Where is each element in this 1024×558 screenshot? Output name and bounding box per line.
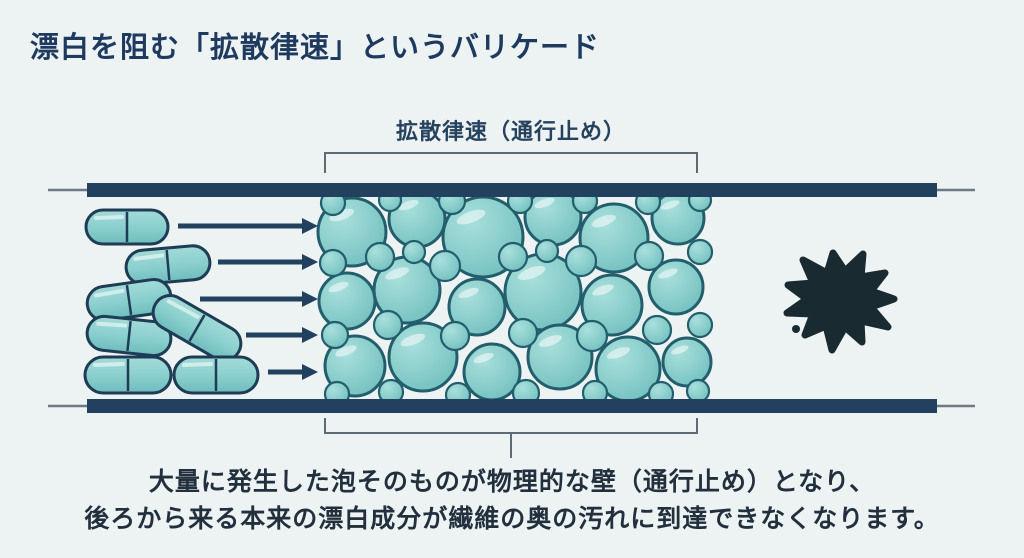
channel-bottom-wall (87, 399, 937, 413)
bleach-capsule (172, 355, 260, 395)
bracket-top (324, 152, 698, 173)
bleach-capsule (85, 278, 173, 322)
bubble-highlight (660, 200, 680, 210)
barrier-label: 拡散律速（通行止め） (395, 119, 626, 144)
capsule-divider (188, 314, 206, 342)
flow-arrow (218, 254, 318, 270)
page-title: 漂白を阻む「拡散律速」というバリケード (30, 32, 601, 64)
stain-droplet (792, 325, 800, 333)
bubble (534, 238, 560, 264)
arrow-head (302, 254, 318, 270)
bubble-highlight (591, 214, 617, 228)
flow-arrow (268, 364, 318, 380)
bleach-capsule (83, 355, 173, 395)
bleach-capsule (84, 208, 170, 246)
capsule-highlight (93, 362, 125, 367)
bleach-capsule (124, 244, 212, 286)
capsule-highlight (96, 321, 128, 328)
flow-arrow (246, 327, 318, 343)
bubble-highlight (398, 199, 419, 211)
capsule-divider (165, 249, 171, 281)
bubble-highlight (458, 287, 479, 299)
bubble-highlight (534, 197, 555, 209)
arrow-head (302, 218, 318, 234)
bubble (633, 240, 665, 272)
capsule-highlight (133, 253, 165, 261)
capsule-highlight (166, 299, 200, 319)
flow-arrow (200, 291, 318, 307)
bubble-highlight (606, 347, 630, 359)
bubble-highlight (328, 281, 349, 293)
bubble (497, 241, 529, 273)
bubble-highlight (335, 345, 357, 357)
bubble (641, 314, 673, 346)
bubble (686, 238, 714, 266)
arrow-head (302, 291, 318, 307)
channel-top-wall (87, 183, 937, 197)
capsule-divider (125, 284, 133, 316)
bubble (317, 271, 377, 331)
bubble (507, 317, 539, 349)
bubble (318, 248, 348, 278)
bubble-highlight (400, 333, 426, 347)
flow-arrow (178, 218, 318, 234)
bubble (401, 239, 427, 265)
bubble-field (316, 186, 714, 409)
bubble (575, 319, 609, 353)
arrow-head (302, 364, 318, 380)
capsule-divider (126, 320, 132, 352)
bubble-highlight (456, 209, 486, 225)
bleach-capsule (151, 294, 243, 362)
arrow-head (302, 327, 318, 343)
bleach-capsule (85, 314, 173, 358)
bubble-highlight (538, 335, 562, 347)
bubble (364, 241, 396, 273)
stain-blob (783, 249, 898, 354)
bubble-highlight (385, 267, 409, 280)
capsule-highlight (94, 288, 125, 298)
bubble (372, 309, 404, 341)
bubble (428, 249, 462, 283)
bubble-highlight (517, 265, 546, 281)
bubble (685, 378, 711, 404)
caption-line-1: 大量に発生した泡そのものが物理的な壁（通行止め）となり、 (148, 468, 876, 496)
bubble (320, 320, 350, 350)
capsule-highlight (182, 362, 213, 367)
bubble (462, 342, 522, 402)
capsule-highlight (94, 215, 124, 220)
bubble-highlight (671, 345, 689, 355)
bubble-highlight (473, 352, 494, 364)
caption-line-2: 後ろから来る本来の漂白成分が繊維の奥の汚れに到達できなくなります。 (84, 505, 940, 533)
bubble (686, 311, 714, 339)
bubble (564, 244, 598, 278)
bracket-bottom (324, 418, 698, 434)
bubble (661, 336, 713, 388)
bubble-highlight (592, 284, 614, 296)
bubble-highlight (329, 208, 355, 222)
bubble-highlight (658, 268, 678, 279)
bubble (439, 320, 471, 352)
